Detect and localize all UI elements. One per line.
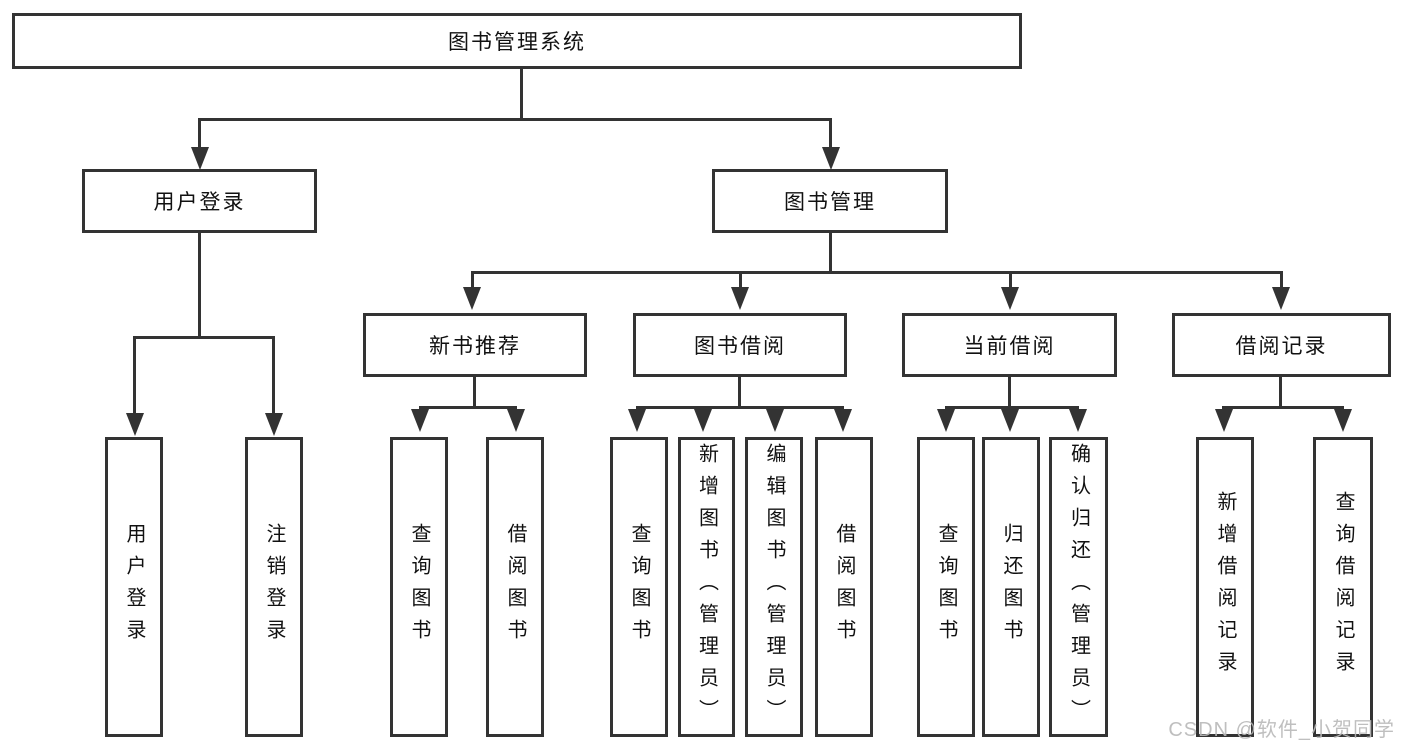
connector-drop-user-login xyxy=(198,118,201,150)
arrow-down-icon xyxy=(507,409,525,432)
leaf-label: 编辑图书（管理员） xyxy=(763,443,785,731)
node-label: 图书借阅 xyxy=(694,335,786,358)
node-label: 图书管理系统 xyxy=(448,31,586,54)
node-library-management-system: 图书管理系统 xyxy=(12,13,1022,69)
leaf-label: 借阅图书 xyxy=(833,523,855,651)
leaf-label: 注销登录 xyxy=(263,523,285,651)
node-label: 用户登录 xyxy=(153,191,246,214)
arrow-down-icon xyxy=(1069,409,1087,432)
arrow-down-icon xyxy=(265,413,283,436)
connector-drop-book-management xyxy=(829,118,832,150)
node-borrowing-records: 借阅记录 xyxy=(1172,313,1391,377)
connector-new-book-stem xyxy=(473,377,476,408)
leaf-label: 借阅图书 xyxy=(504,523,526,651)
connector-drop-book-borrow xyxy=(739,271,742,287)
leaf-label: 用户登录 xyxy=(123,523,145,651)
connector-drop-leaf-login xyxy=(133,336,136,414)
leaf-logout-login: 注销登录 xyxy=(245,437,303,737)
connector-level3-rail xyxy=(471,271,1282,274)
leaf-query-books-borrow: 查询图书 xyxy=(610,437,668,737)
arrow-down-icon xyxy=(694,409,712,432)
leaf-label: 归还图书 xyxy=(1000,523,1022,651)
arrow-down-icon xyxy=(191,147,209,170)
arrow-down-icon xyxy=(411,409,429,432)
arrow-down-icon xyxy=(1001,287,1019,310)
connector-user-login-rail xyxy=(133,336,275,339)
leaf-user-login: 用户登录 xyxy=(105,437,163,737)
connector-borrow-record-rail xyxy=(1222,406,1344,409)
node-label: 图书管理 xyxy=(784,191,876,214)
arrow-down-icon xyxy=(822,147,840,170)
node-label: 借阅记录 xyxy=(1235,335,1328,358)
node-book-management: 图书管理 xyxy=(712,169,948,233)
node-user-login: 用户登录 xyxy=(82,169,317,233)
connector-drop-borrow-record xyxy=(1280,271,1283,287)
leaf-return-books: 归还图书 xyxy=(982,437,1040,737)
leaf-label: 新增图书（管理员） xyxy=(695,443,718,731)
arrow-down-icon xyxy=(463,287,481,310)
arrow-down-icon xyxy=(1272,287,1290,310)
leaf-label: 查询图书 xyxy=(628,523,650,651)
arrow-down-icon xyxy=(1001,409,1019,432)
leaf-query-borrow-record: 查询借阅记录 xyxy=(1313,437,1373,737)
leaf-label: 查询图书 xyxy=(408,523,430,651)
connector-new-book-rail xyxy=(419,406,517,409)
leaf-borrow-books-recommend: 借阅图书 xyxy=(486,437,544,737)
connector-drop-leaf-logout xyxy=(272,336,275,414)
arrow-down-icon xyxy=(628,409,646,432)
arrow-down-icon xyxy=(834,409,852,432)
connector-user-login-stem xyxy=(198,233,201,338)
leaf-label: 新增借阅记录 xyxy=(1214,491,1236,683)
leaf-confirm-return-admin: 确认归还（管理员） xyxy=(1049,437,1108,737)
node-label: 新书推荐 xyxy=(429,335,521,358)
arrow-down-icon xyxy=(126,413,144,436)
arrow-down-icon xyxy=(766,409,784,432)
connector-borrow-record-stem xyxy=(1279,377,1282,408)
leaf-edit-book-admin: 编辑图书（管理员） xyxy=(745,437,803,737)
leaf-add-book-admin: 新增图书（管理员） xyxy=(678,437,735,737)
connector-current-borrow-rail xyxy=(945,406,1079,409)
leaf-add-borrow-record: 新增借阅记录 xyxy=(1196,437,1254,737)
connector-root-stem xyxy=(520,69,523,120)
node-label: 当前借阅 xyxy=(963,335,1056,358)
arrow-down-icon xyxy=(1334,409,1352,432)
leaf-query-books-current: 查询图书 xyxy=(917,437,975,737)
connector-book-borrow-stem xyxy=(738,377,741,408)
arrow-down-icon xyxy=(937,409,955,432)
connector-book-management-stem xyxy=(829,233,832,273)
connector-book-borrow-rail xyxy=(636,406,844,409)
node-new-book-recommendation: 新书推荐 xyxy=(363,313,587,377)
leaf-borrow-books-borrow: 借阅图书 xyxy=(815,437,873,737)
arrow-down-icon xyxy=(731,287,749,310)
connector-current-borrow-stem xyxy=(1008,377,1011,408)
leaf-label: 查询借阅记录 xyxy=(1332,491,1354,683)
leaf-label: 确认归还（管理员） xyxy=(1067,443,1090,731)
leaf-label: 查询图书 xyxy=(935,523,957,651)
node-current-borrowing: 当前借阅 xyxy=(902,313,1117,377)
leaf-query-books-recommend: 查询图书 xyxy=(390,437,448,737)
connector-drop-new-book xyxy=(471,271,474,287)
connector-drop-current-borrow xyxy=(1009,271,1012,287)
connector-level2-rail xyxy=(198,118,832,121)
node-book-borrowing: 图书借阅 xyxy=(633,313,847,377)
csdn-watermark: CSDN @软件_小贺同学 xyxy=(1168,719,1395,741)
arrow-down-icon xyxy=(1215,409,1233,432)
